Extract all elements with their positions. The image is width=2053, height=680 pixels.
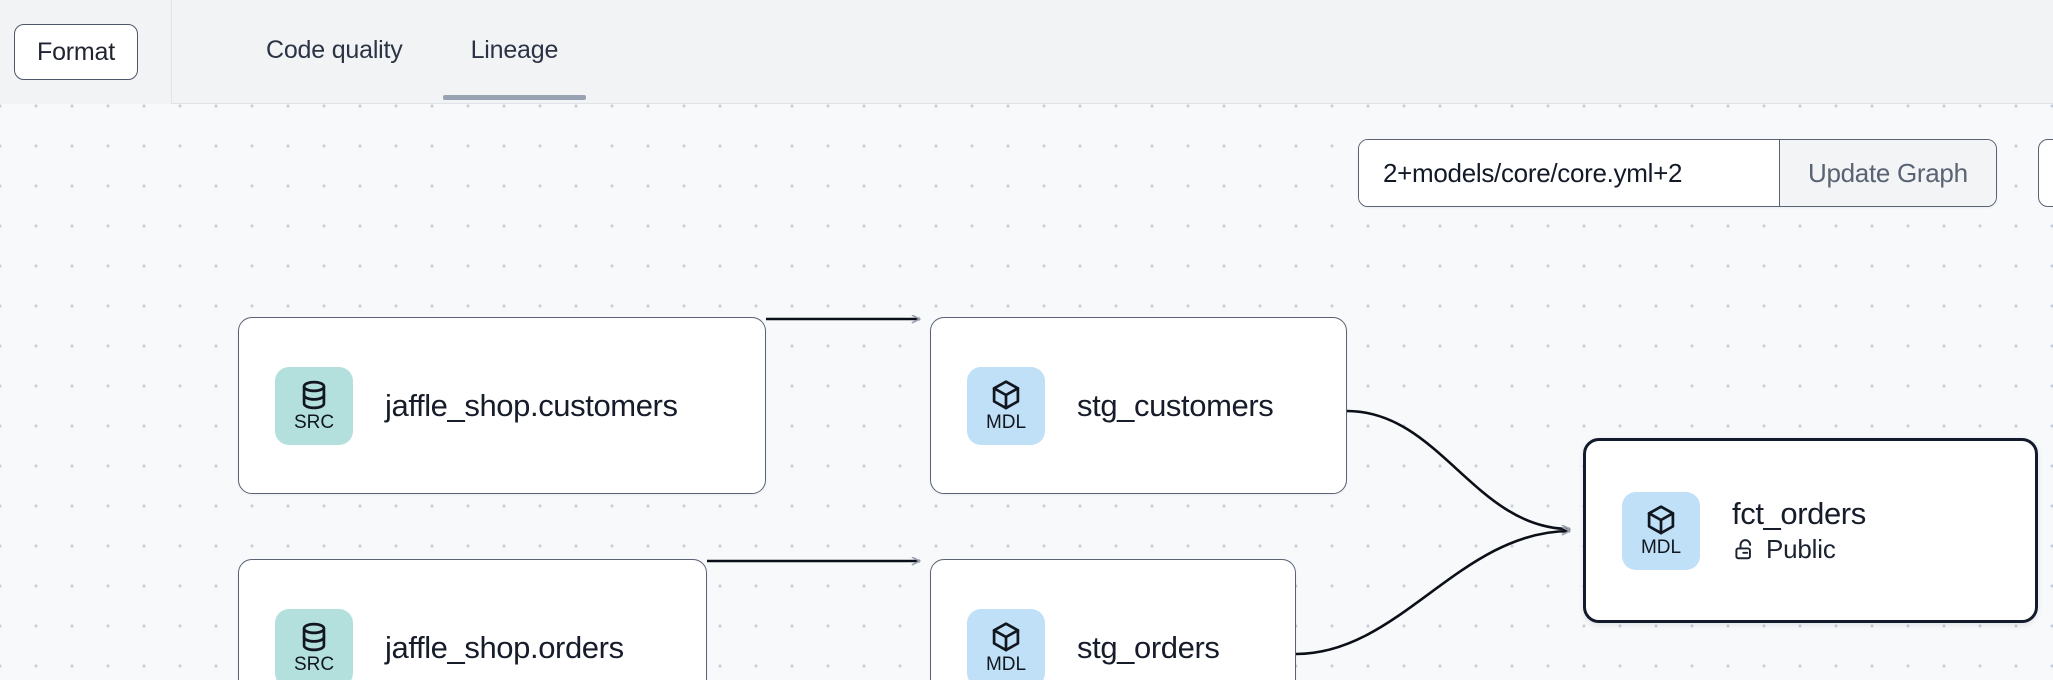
tab-lineage[interactable]: Lineage	[437, 0, 593, 100]
format-button[interactable]: Format	[14, 24, 138, 80]
node-body: stg_orders	[1077, 629, 1220, 666]
node-badge-label: SRC	[293, 412, 335, 433]
cube-icon	[992, 380, 1020, 410]
tab-lineage-label: Lineage	[470, 35, 559, 64]
node-badge-label: MDL	[985, 654, 1027, 675]
cube-icon	[1647, 505, 1675, 535]
toolbar-left-section: Format	[0, 0, 172, 104]
top-toolbar: Format Code quality Lineage	[0, 0, 2053, 104]
node-body: jaffle_shop.customers	[385, 388, 678, 424]
node-visibility: Public	[1732, 534, 1866, 565]
node-badge-mdl: MDL	[967, 608, 1045, 680]
node-badge-label: MDL	[985, 412, 1027, 433]
node-badge-src: SRC	[275, 608, 353, 680]
node-title: jaffle_shop.orders	[385, 629, 624, 665]
graph-node-fct-orders[interactable]: MDL fct_orders Public	[1583, 438, 2038, 623]
node-badge-label: MDL	[1640, 537, 1682, 558]
node-body: stg_customers	[1077, 387, 1274, 424]
node-badge-src: SRC	[275, 366, 353, 445]
node-visibility-label: Public	[1766, 534, 1836, 564]
cube-icon	[992, 622, 1020, 652]
node-body: fct_orders Public	[1732, 496, 1866, 565]
node-title: jaffle_shop.customers	[385, 387, 678, 423]
update-graph-button[interactable]: Update Graph	[1779, 140, 1996, 206]
node-title: stg_customers	[1077, 387, 1274, 423]
tab-bar: Code quality Lineage	[172, 0, 2053, 104]
node-badge-mdl: MDL	[1622, 491, 1700, 570]
database-icon	[302, 380, 326, 410]
graph-node-jaffle-shop-orders[interactable]: SRC jaffle_shop.orders	[238, 559, 707, 680]
node-title: fct_orders	[1732, 496, 1866, 531]
node-badge-mdl: MDL	[967, 366, 1045, 445]
unlock-icon	[1735, 539, 1752, 560]
graph-selector-group: Update Graph	[1358, 139, 1997, 207]
node-body: jaffle_shop.orders	[385, 630, 624, 666]
tab-code-quality[interactable]: Code quality	[232, 0, 437, 100]
lineage-canvas[interactable]: SRC jaffle_shop.customers SRC jaffle_sho…	[0, 104, 2053, 680]
node-title: stg_orders	[1077, 629, 1220, 665]
graph-node-jaffle-shop-customers[interactable]: SRC jaffle_shop.customers	[238, 317, 766, 494]
database-icon	[302, 622, 326, 652]
graph-side-control-button[interactable]	[2038, 139, 2053, 207]
graph-node-stg-customers[interactable]: MDL stg_customers	[930, 317, 1347, 494]
edge-stg-orders-to-fct-orders	[1295, 531, 1570, 656]
graph-node-stg-orders[interactable]: MDL stg_orders	[930, 559, 1296, 680]
node-badge-label: SRC	[293, 654, 335, 675]
edge-stg-customers-to-fct-orders	[1346, 409, 1570, 529]
tab-code-quality-label: Code quality	[266, 35, 403, 64]
graph-selector-input[interactable]	[1359, 140, 1779, 206]
